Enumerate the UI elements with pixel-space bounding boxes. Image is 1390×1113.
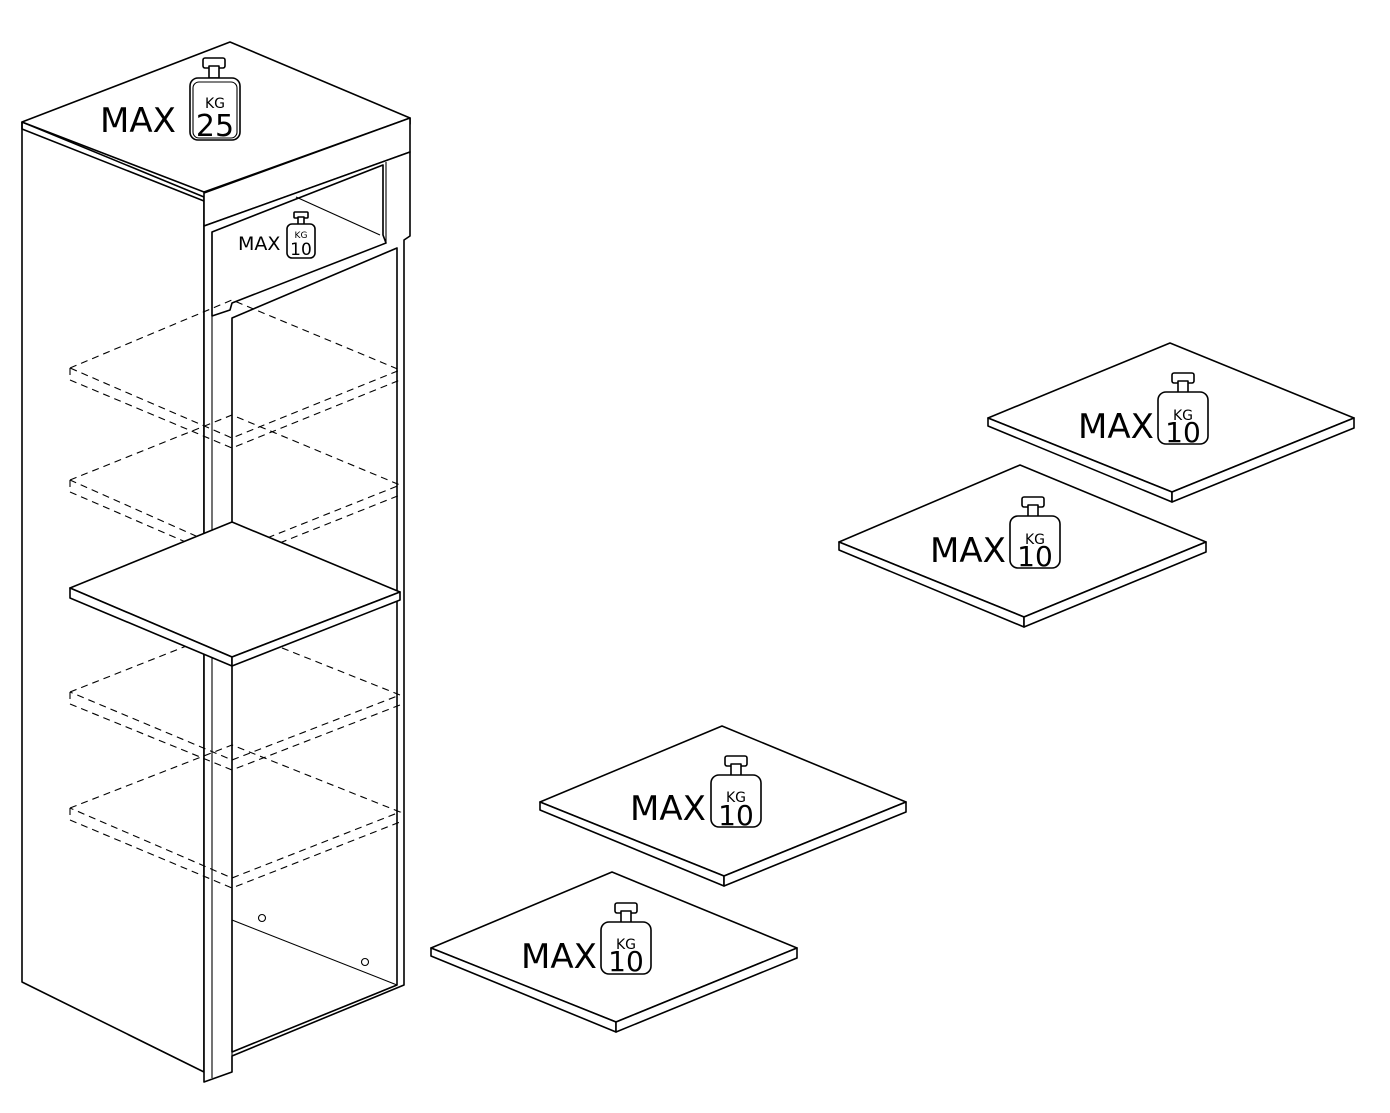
top-compartment-load-value: 10 (290, 240, 312, 260)
cabinet-top-load-badge: MAX KG 25 (100, 57, 241, 144)
shelf-3-kg-label: KG (726, 790, 746, 806)
weight-icon (710, 755, 762, 828)
mounting-hole-left (257, 913, 267, 923)
top-compartment-load-badge: MAX KG 10 (238, 211, 316, 260)
cabinet-bottom-inner (231, 919, 398, 1053)
weight-icon (1009, 496, 1061, 569)
weight-icon (1157, 372, 1209, 445)
shelf-2: MAX KG 10 (838, 464, 1207, 628)
cabinet-top-max-label: MAX (100, 101, 176, 141)
weight-icon (286, 211, 316, 259)
shelf-position-1 (69, 299, 402, 449)
cabinet-top-kg-label: KG (205, 96, 225, 112)
shelf-3-max-label: MAX (630, 789, 706, 829)
shelf-4-max-label: MAX (521, 937, 597, 977)
top-compartment-kg-label: KG (295, 231, 308, 241)
shelf-4-load-value: 10 (608, 945, 644, 978)
mounting-hole-right (360, 957, 370, 967)
installed-shelf (69, 521, 401, 667)
weight-icon (600, 902, 652, 975)
shelf-2-load-badge: MAX KG 10 (930, 496, 1061, 573)
compartment-divider (382, 162, 387, 244)
shelf-position-3 (69, 627, 402, 771)
cabinet-top-load-value: 25 (196, 109, 234, 144)
shelf-1: MAX KG 10 (987, 342, 1355, 503)
shelf-3-load-value: 10 (718, 799, 754, 832)
cabinet: MAX KG 25 MAX KG 10 (21, 41, 411, 1083)
shelf-4-load-badge: MAX KG 10 (521, 902, 652, 978)
shelf-1-max-label: MAX (1078, 407, 1154, 447)
shelf-2-kg-label: KG (1025, 532, 1045, 548)
compartment-inner-edge (295, 196, 381, 236)
shelf-3: MAX KG 10 (539, 725, 907, 887)
shelf-4: MAX KG 10 (430, 871, 798, 1033)
shelf-2-load-value: 10 (1017, 540, 1053, 573)
shelf-position-2 (69, 414, 402, 563)
shelf-position-4 (69, 744, 402, 889)
shelf-3-load-badge: MAX KG 10 (630, 755, 762, 832)
shelf-4-kg-label: KG (616, 937, 636, 953)
shelf-1-kg-label: KG (1173, 408, 1193, 424)
shelf-1-load-value: 10 (1165, 416, 1201, 449)
weight-icon (189, 57, 241, 141)
shelf-1-load-badge: MAX KG 10 (1078, 372, 1209, 449)
top-compartment-max-label: MAX (238, 233, 280, 255)
shelf-2-max-label: MAX (930, 531, 1006, 571)
